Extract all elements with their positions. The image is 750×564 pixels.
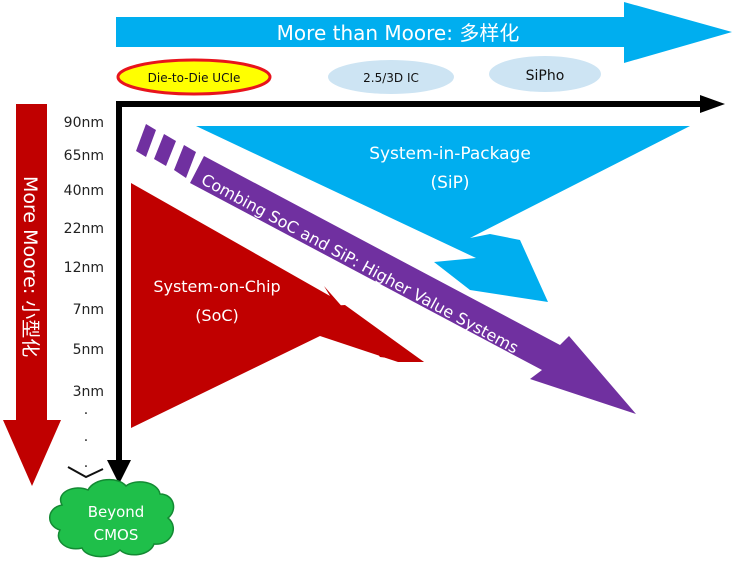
category-label: Die-to-Die UCIe xyxy=(148,71,241,85)
soc-arrowhead xyxy=(318,305,424,362)
soc-region xyxy=(131,183,424,428)
category-2-5-3d-ic: 2.5/3D IC xyxy=(328,60,454,94)
node-label: 12nm xyxy=(64,260,104,276)
beyond-cmos-cloud: Beyond CMOS xyxy=(49,478,175,558)
category-sipho: SiPho xyxy=(489,56,601,92)
dash-segment xyxy=(136,124,156,157)
down-chevron-icon xyxy=(67,466,104,479)
node-label: 22nm xyxy=(64,221,104,237)
category-label: SiPho xyxy=(526,68,565,84)
purple-arrow-body xyxy=(190,156,636,414)
node-label: 3nm xyxy=(73,384,104,400)
node-label: 5nm xyxy=(73,342,104,358)
more-moore-label: More Moore: 小型化 xyxy=(19,176,41,357)
ellipsis-dot: . xyxy=(84,429,88,445)
more-than-moore-label: More than Moore: 多样化 xyxy=(277,21,520,45)
beyond-cmos-line1: Beyond xyxy=(88,503,145,521)
sip-region xyxy=(196,126,690,302)
category-die-to-die-ucie: Die-to-Die UCIe xyxy=(116,58,272,96)
sip-label-line2: (SiP) xyxy=(430,173,469,193)
beyond-cmos-line2: CMOS xyxy=(94,526,139,544)
axes xyxy=(107,95,725,484)
soc-label-line1: System-on-Chip xyxy=(153,277,280,296)
ellipsis-dot: . xyxy=(84,455,88,471)
combined-arrow xyxy=(136,124,636,414)
node-label: 90nm xyxy=(64,115,104,131)
category-label: 2.5/3D IC xyxy=(363,71,419,85)
dash-segment xyxy=(154,134,176,166)
node-label: 7nm xyxy=(73,302,104,318)
more-than-moore-arrow xyxy=(116,2,732,63)
x-axis-arrowhead xyxy=(700,95,725,113)
soc-label-line2: (SoC) xyxy=(195,306,239,325)
process-node-list: 90nm 65nm 40nm 22nm 12nm 7nm 5nm 3nm . .… xyxy=(64,115,104,471)
more-moore-arrow xyxy=(3,104,61,486)
y-axis-arrowhead xyxy=(107,460,131,484)
node-label: 65nm xyxy=(64,148,104,164)
sip-label-line1: System-in-Package xyxy=(369,144,531,164)
dash-segment xyxy=(174,145,196,178)
ellipsis-dot: . xyxy=(84,402,88,418)
node-label: 40nm xyxy=(64,183,104,199)
